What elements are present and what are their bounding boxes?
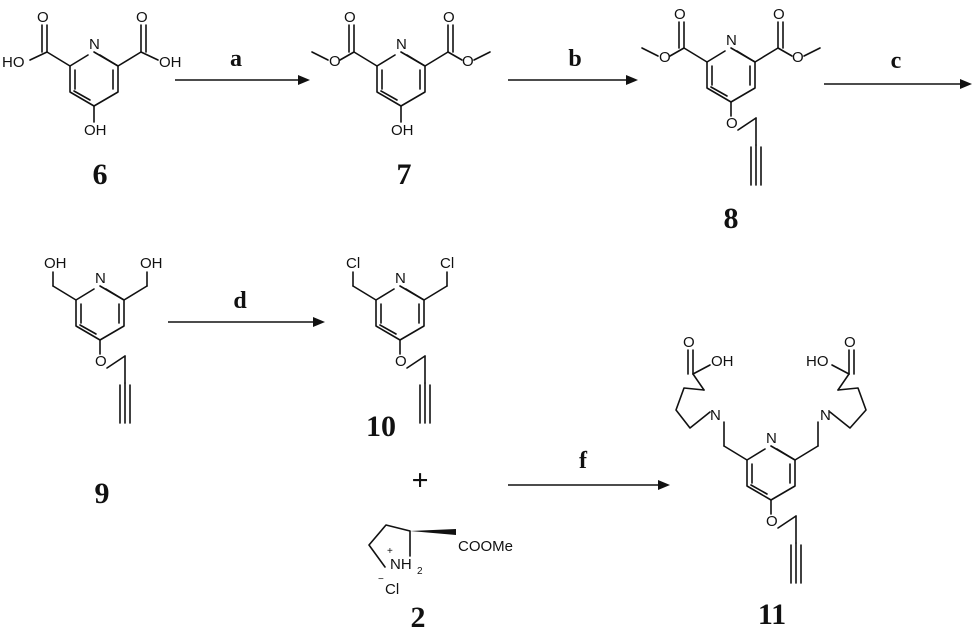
arrowhead xyxy=(658,480,670,490)
compound-8-label: 8 xyxy=(724,202,739,235)
atom-o: O xyxy=(659,49,671,66)
atom-o: O xyxy=(844,334,856,351)
atom-o: O xyxy=(395,353,407,370)
atom-ho: HO xyxy=(806,353,829,370)
atom-o: O xyxy=(344,9,356,26)
atom-oh: OH xyxy=(84,122,107,139)
atom-nh2: NH xyxy=(390,556,412,573)
arrowhead xyxy=(298,75,310,85)
atom-n: N xyxy=(820,407,831,424)
atom-o: O xyxy=(792,49,804,66)
compound-8-structure xyxy=(641,21,821,186)
atom-o: O xyxy=(443,9,455,26)
atom-n: N xyxy=(726,32,737,49)
atom-coome: COOMe xyxy=(458,538,513,555)
step-d-label: d xyxy=(233,288,247,314)
atom-n: N xyxy=(766,430,777,447)
atom-oh: OH xyxy=(711,353,734,370)
plus-sign: + xyxy=(411,464,428,497)
atom-chloride: Cl xyxy=(385,581,399,598)
compound-11-structure xyxy=(675,349,867,584)
compound-2-label: 2 xyxy=(411,601,426,634)
atom-o: O xyxy=(726,115,738,132)
atom-oh: OH xyxy=(140,255,163,272)
atom-n: N xyxy=(95,270,106,287)
stereo-wedge xyxy=(410,529,456,535)
atom-subscript: 2 xyxy=(417,566,423,577)
atom-o: O xyxy=(329,53,341,70)
atom-o: O xyxy=(136,9,148,26)
compound-9-structure xyxy=(52,271,148,424)
atom-ho: HO xyxy=(2,54,25,71)
atom-oh: OH xyxy=(391,122,414,139)
arrowhead xyxy=(960,79,972,89)
atom-oh: OH xyxy=(159,54,182,71)
compound-10-label: 10 xyxy=(366,410,396,443)
atom-o: O xyxy=(95,353,107,370)
atom-cl: Cl xyxy=(440,255,454,272)
atom-o: O xyxy=(773,6,785,23)
step-c-label: c xyxy=(891,48,902,74)
compound-6-structure xyxy=(29,24,159,123)
step-a-label: a xyxy=(230,46,242,72)
compound-6-label: 6 xyxy=(93,158,108,191)
compound-10-structure xyxy=(352,271,448,424)
atom-n: N xyxy=(395,270,406,287)
compound-2-structure xyxy=(368,524,456,568)
atom-o: O xyxy=(462,53,474,70)
compound-7-structure xyxy=(311,24,491,123)
arrowhead xyxy=(313,317,325,327)
compound-11-label: 11 xyxy=(758,598,786,631)
compound-7-label: 7 xyxy=(397,158,412,191)
atom-o: O xyxy=(766,513,778,530)
compound-9-label: 9 xyxy=(95,477,110,510)
atom-o: O xyxy=(683,334,695,351)
atom-n: N xyxy=(89,36,100,53)
atom-charge-minus: − xyxy=(378,574,384,585)
atom-oh: OH xyxy=(44,255,67,272)
step-b-label: b xyxy=(568,46,581,72)
atom-cl: Cl xyxy=(346,255,360,272)
atom-n: N xyxy=(710,407,721,424)
atom-o: O xyxy=(674,6,686,23)
step-f-label: f xyxy=(579,448,588,474)
atom-n: N xyxy=(396,36,407,53)
arrowhead xyxy=(626,75,638,85)
atom-o: O xyxy=(37,9,49,26)
atom-charge-plus: + xyxy=(387,546,393,557)
